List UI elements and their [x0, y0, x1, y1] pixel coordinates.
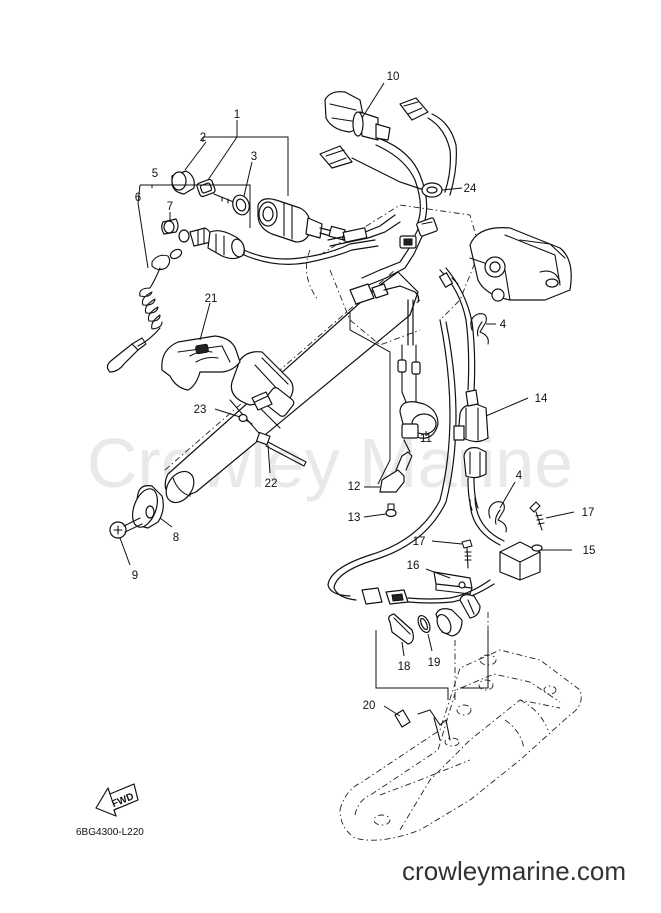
callout-3: 3 [251, 151, 257, 163]
fwd-arrow-icon: FWD [95, 783, 139, 817]
callout-24: 24 [464, 183, 477, 195]
callout-10: 10 [387, 71, 400, 83]
callout-2: 2 [200, 132, 206, 144]
callout-15: 15 [583, 545, 596, 557]
callout-1: 1 [234, 109, 240, 121]
watermark-text: Crowley Marine [87, 424, 573, 502]
callout-5: 5 [152, 168, 158, 180]
callout-18: 18 [398, 661, 411, 673]
leader-lines [119, 82, 575, 717]
callout-labels: 1 2 3 4 4 5 6 7 8 9 10 11 12 13 14 15 16… [132, 71, 596, 712]
callout-19: 19 [428, 657, 441, 669]
connector-14 [453, 389, 489, 511]
callout-6: 6 [135, 192, 141, 204]
parts-15-19 [388, 501, 545, 645]
neutral-switch-11-13 [379, 344, 439, 518]
callout-4a: 4 [500, 319, 507, 331]
callout-13: 13 [348, 512, 361, 524]
callout-11: 11 [420, 433, 432, 445]
callout-21: 21 [205, 293, 218, 305]
small-parts-22-23 [238, 391, 307, 467]
clamps-4 [470, 313, 507, 533]
website-text: crowleymarine.com [402, 856, 626, 886]
callout-9: 9 [132, 570, 138, 582]
callout-23: 23 [194, 404, 207, 416]
grip-end-8-9 [109, 485, 164, 539]
coupler-10 [319, 91, 429, 169]
callout-14: 14 [535, 393, 548, 405]
callout-22: 22 [265, 478, 278, 490]
drawing-code: 6BG4300-L220 [76, 827, 144, 838]
callout-8: 8 [173, 532, 179, 544]
callout-20: 20 [363, 700, 376, 712]
callout-16: 16 [407, 560, 420, 572]
callout-17b: 17 [582, 507, 595, 519]
callout-7: 7 [167, 201, 173, 213]
stop-switch-assembly [106, 218, 379, 373]
friction-piece-21 [161, 335, 241, 391]
callout-12: 12 [348, 481, 361, 493]
callout-4b: 4 [516, 470, 523, 482]
callout-17a: 17 [413, 536, 426, 548]
tiller-handle-drawing [164, 204, 572, 504]
wire-harness [327, 113, 505, 605]
